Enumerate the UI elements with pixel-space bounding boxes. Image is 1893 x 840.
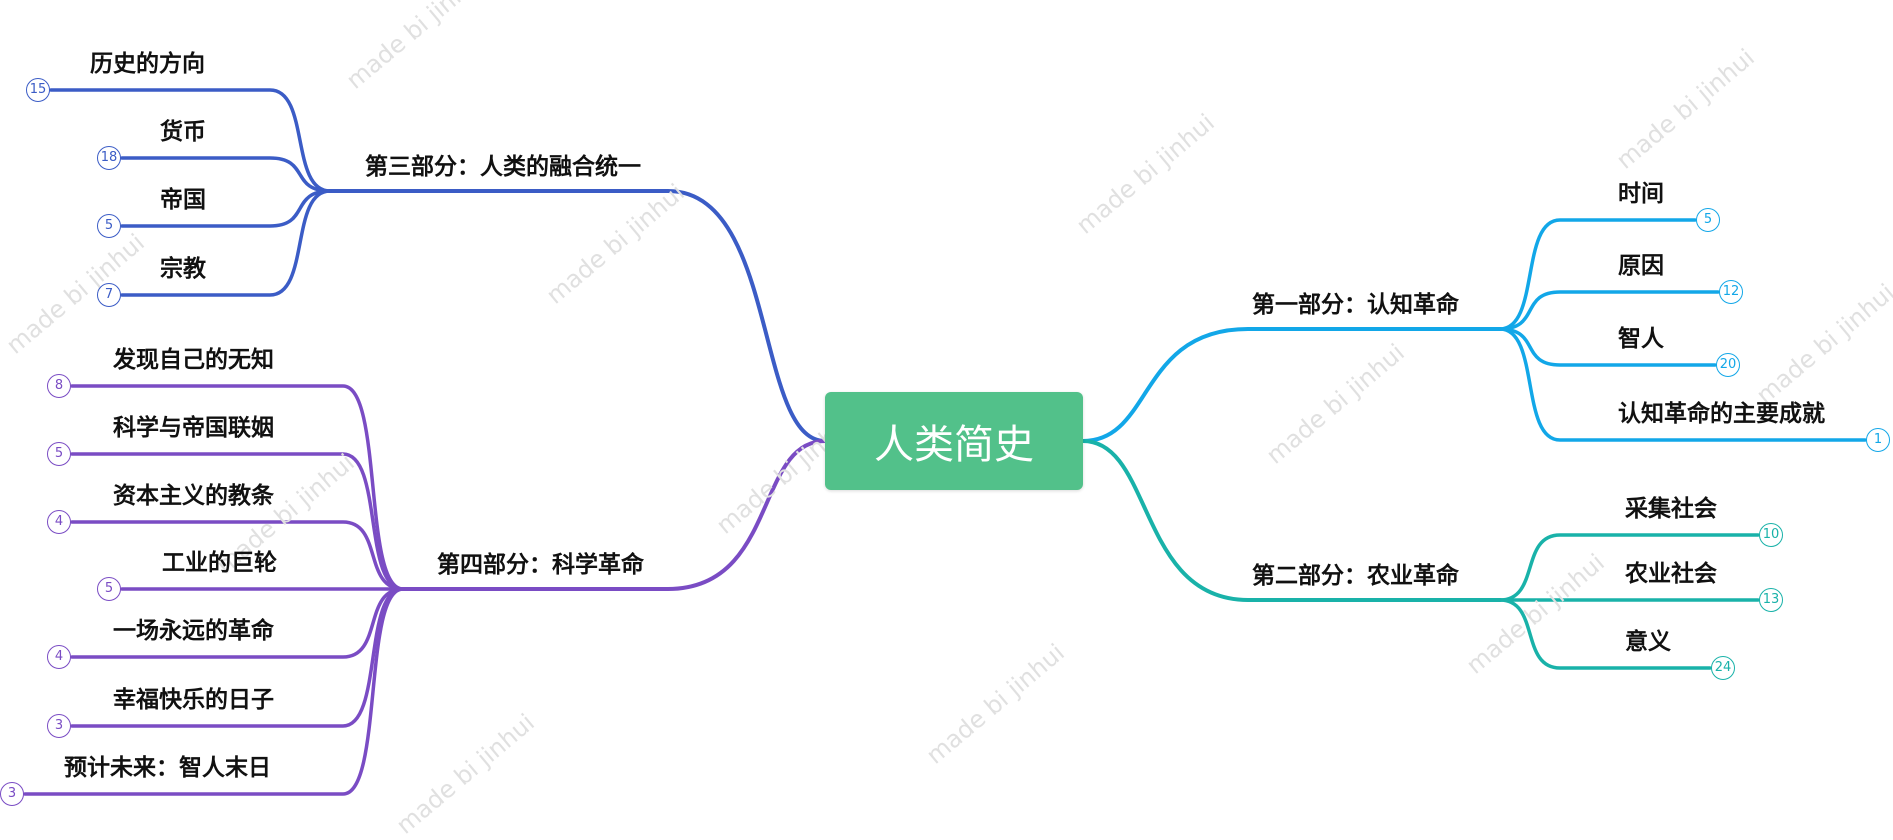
- child-label[interactable]: 工业的巨轮: [162, 550, 277, 576]
- count-badge[interactable]: 4: [47, 645, 71, 669]
- child-label[interactable]: 资本主义的教条: [113, 483, 274, 509]
- count-badge[interactable]: 3: [47, 714, 71, 738]
- child-label[interactable]: 宗教: [160, 256, 206, 282]
- child-label[interactable]: 发现自己的无知: [113, 347, 274, 373]
- child-connector: [1498, 598, 1712, 670]
- count-badge[interactable]: 4: [47, 510, 71, 534]
- child-connector: [70, 520, 405, 591]
- branch-label-b1[interactable]: 第一部分：认知革命: [1252, 292, 1459, 318]
- child-label[interactable]: 一场永远的革命: [113, 618, 274, 644]
- child-label[interactable]: 智人: [1618, 326, 1664, 352]
- child-connector: [70, 587, 405, 728]
- count-badge[interactable]: 5: [1696, 208, 1720, 232]
- count-badge[interactable]: 18: [97, 146, 121, 170]
- branch-connector: [328, 189, 827, 443]
- branch-label-b3[interactable]: 第三部分：人类的融合统一: [365, 154, 641, 180]
- count-badge[interactable]: 12: [1719, 280, 1743, 304]
- child-label[interactable]: 货币: [160, 119, 206, 145]
- child-label[interactable]: 帝国: [160, 187, 206, 213]
- child-connector: [120, 189, 332, 297]
- count-badge[interactable]: 13: [1759, 588, 1783, 612]
- branch-label-b2[interactable]: 第二部分：农业革命: [1252, 563, 1459, 589]
- child-label[interactable]: 采集社会: [1625, 496, 1717, 522]
- child-connector: [1498, 218, 1697, 331]
- child-label[interactable]: 预计未来：智人末日: [64, 755, 271, 781]
- count-badge[interactable]: 1: [1866, 428, 1890, 452]
- count-badge[interactable]: 20: [1716, 353, 1740, 377]
- child-label[interactable]: 历史的方向: [90, 51, 205, 77]
- child-connector: [1498, 290, 1720, 331]
- child-label[interactable]: 原因: [1618, 253, 1664, 279]
- child-label[interactable]: 意义: [1625, 629, 1671, 655]
- branch-connector: [1081, 327, 1502, 443]
- child-connector: [120, 189, 332, 228]
- count-badge[interactable]: 7: [97, 283, 121, 307]
- count-badge[interactable]: 5: [47, 442, 71, 466]
- child-connector: [1498, 327, 1717, 367]
- child-connector: [1498, 533, 1760, 602]
- child-connector: [120, 156, 332, 193]
- child-connector: [70, 587, 405, 659]
- count-badge[interactable]: 3: [0, 782, 24, 806]
- child-label[interactable]: 农业社会: [1625, 561, 1717, 587]
- count-badge[interactable]: 5: [97, 214, 121, 238]
- branch-connector: [1081, 439, 1502, 602]
- branch-connector: [401, 439, 827, 591]
- count-badge[interactable]: 8: [47, 374, 71, 398]
- child-connector: [70, 384, 405, 591]
- child-label[interactable]: 时间: [1618, 181, 1664, 207]
- child-label[interactable]: 幸福快乐的日子: [113, 687, 274, 713]
- branch-label-b4[interactable]: 第四部分：科学革命: [437, 552, 644, 578]
- count-badge[interactable]: 10: [1759, 523, 1783, 547]
- child-connector: [49, 88, 332, 193]
- child-label[interactable]: 认知革命的主要成就: [1618, 401, 1825, 427]
- root-topic[interactable]: 人类简史: [825, 392, 1083, 490]
- child-connector: [23, 587, 405, 796]
- count-badge[interactable]: 24: [1711, 656, 1735, 680]
- count-badge[interactable]: 15: [26, 78, 50, 102]
- child-label[interactable]: 科学与帝国联姻: [113, 415, 274, 441]
- count-badge[interactable]: 5: [97, 577, 121, 601]
- child-connector: [70, 452, 405, 591]
- child-connector: [1498, 327, 1867, 442]
